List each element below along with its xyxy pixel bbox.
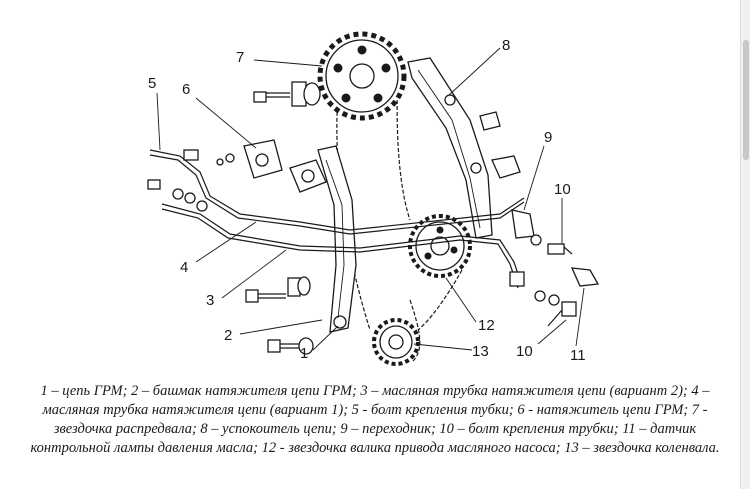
figure-caption: 1 – цепь ГРМ; 2 – башмак натяжителя цепи… <box>30 383 720 456</box>
leader-lines <box>156 47 585 351</box>
callout-1: 1 <box>300 345 308 362</box>
chain-tensioner <box>216 139 327 193</box>
callout-5: 5 <box>148 75 156 92</box>
callout-13: 13 <box>472 343 489 360</box>
callout-11: 11 <box>570 347 586 364</box>
tube-washers <box>147 179 208 212</box>
adapter-and-sensor <box>479 111 600 327</box>
callout-12: 12 <box>478 317 495 334</box>
lower-bolts <box>245 276 314 355</box>
oil-pump-sprocket <box>408 214 472 278</box>
callout-2: 2 <box>224 327 232 344</box>
chain-damper <box>407 57 493 239</box>
scrollbar-thumb[interactable] <box>743 40 749 160</box>
crankshaft-sprocket <box>372 318 420 366</box>
timing-chain-diagram: 1 2 3 4 5 6 7 8 9 10 10 11 12 13 <box>147 31 600 366</box>
camshaft-bolt <box>253 81 321 107</box>
camshaft-sprocket <box>317 31 407 121</box>
callout-7: 7 <box>236 49 244 66</box>
callout-6: 6 <box>182 81 190 98</box>
callout-8: 8 <box>502 37 510 54</box>
vertical-scrollbar[interactable] <box>740 0 750 489</box>
oil-tube-variant-1 <box>149 149 525 235</box>
callout-labels: 1 2 3 4 5 6 7 8 9 10 10 11 12 13 <box>148 37 586 364</box>
callout-10-lower: 10 <box>516 343 533 360</box>
callout-4: 4 <box>180 259 188 276</box>
tensioner-shoe <box>317 145 357 333</box>
callout-9: 9 <box>544 129 552 146</box>
callout-10-upper: 10 <box>554 181 571 198</box>
oil-tube-variant-2 <box>161 203 523 289</box>
callout-3: 3 <box>206 292 214 309</box>
